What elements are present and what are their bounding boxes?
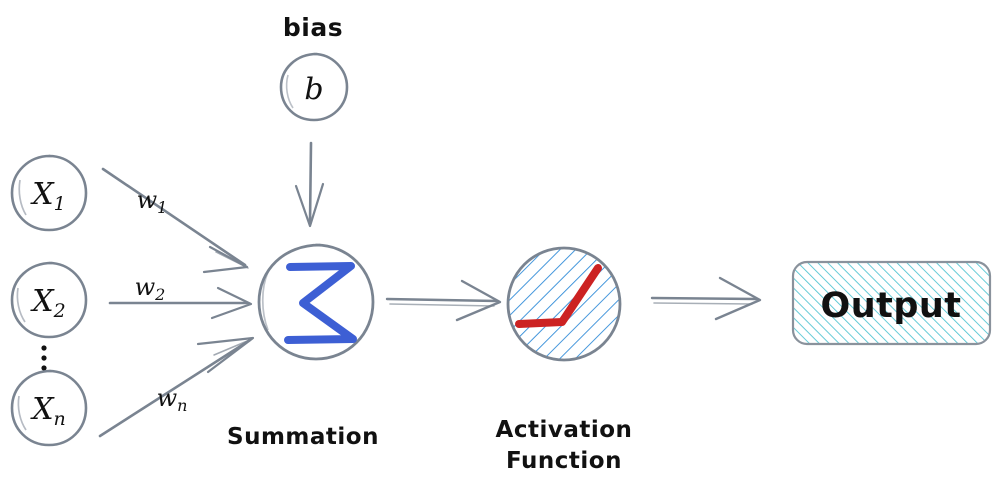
input-node-x2-circle bbox=[10, 261, 88, 339]
input-node-x1-label: X1 bbox=[30, 177, 65, 215]
bias-symbol: b bbox=[304, 72, 323, 107]
input-node-x2-label: X2 bbox=[30, 284, 65, 322]
input-node-xn-circle bbox=[10, 369, 88, 447]
weight-label-wn: wn bbox=[157, 384, 188, 415]
output-box-rect bbox=[791, 260, 992, 346]
bias-caption: bias bbox=[283, 13, 343, 42]
arrow-x2-to-sum bbox=[108, 286, 253, 320]
summation-caption: Summation bbox=[227, 424, 379, 450]
arrow-sum-to-activation bbox=[385, 279, 502, 322]
input-node-xn[interactable]: Xn bbox=[10, 369, 88, 447]
weight-label-w1: w1 bbox=[137, 186, 168, 217]
input-node-x2-sketch-stroke bbox=[16, 287, 26, 323]
input-node-x1-sketch-stroke bbox=[18, 179, 27, 216]
output-box[interactable]: Output bbox=[791, 260, 992, 346]
input-node-x2[interactable]: X2 bbox=[10, 261, 88, 339]
input-node-x1[interactable]: X1 bbox=[10, 154, 88, 232]
summation-node[interactable] bbox=[257, 243, 375, 361]
output-box-label: Output bbox=[820, 286, 961, 326]
bias-node-circle bbox=[279, 52, 349, 122]
bias-node-sketch-stroke bbox=[285, 74, 294, 109]
activation-node-circle bbox=[506, 246, 622, 362]
activation-node[interactable] bbox=[506, 246, 622, 362]
input-node-xn-label: Xn bbox=[30, 392, 66, 430]
activation-caption-line2: Function bbox=[506, 448, 622, 474]
arrow-bias-to-sum bbox=[294, 141, 325, 228]
activation-caption-line1: Activation bbox=[496, 417, 633, 443]
bias-node[interactable]: b bbox=[279, 52, 349, 122]
input-ellipsis-icon bbox=[41, 345, 47, 371]
weight-label-w2: w2 bbox=[135, 273, 166, 304]
input-node-x1-circle bbox=[10, 154, 88, 232]
summation-node-sketch-stroke bbox=[261, 271, 269, 331]
arrow-xn-to-sum bbox=[98, 336, 255, 438]
summation-sigma-symbol bbox=[284, 262, 357, 344]
relu-curve-icon bbox=[515, 264, 602, 328]
arrow-x1-to-sum bbox=[101, 167, 249, 274]
arrow-activation-to-output bbox=[650, 276, 762, 321]
input-node-xn-sketch-stroke bbox=[17, 395, 27, 431]
